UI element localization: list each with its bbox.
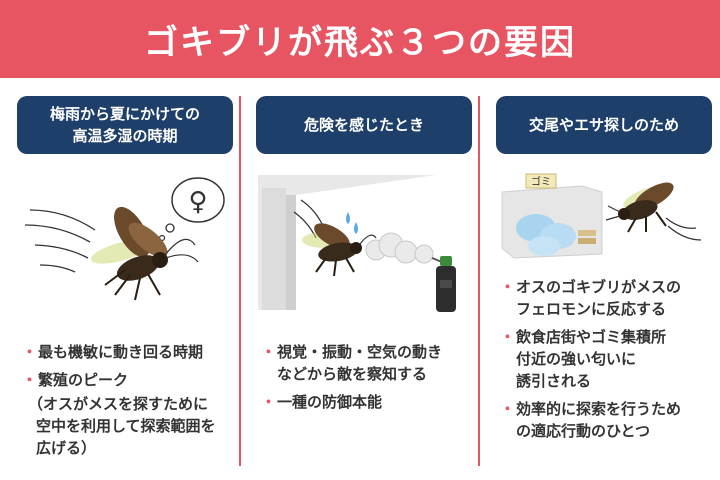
column-3-bullets: ・ オスのゴキブリがメスの フェロモンに反応する ・ 飲食店街やゴミ集積所 付近… — [500, 276, 714, 448]
flying-cockroach-illustration: ♀ — [24, 177, 225, 301]
bullet-dot-icon: ・ — [22, 343, 38, 361]
list-item: ・ オスのゴキブリがメスの フェロモンに反応する — [500, 278, 682, 318]
spray-can-icon — [431, 256, 456, 312]
cockroach-icon — [605, 182, 674, 233]
column-label-mating-food: 交尾やエサ探しのため — [496, 96, 712, 154]
list-item: ・ 飲食店街やゴミ集積所 付近の強い匂いに 誘引される — [500, 328, 667, 390]
garbage-station-icon: ゴミ — [501, 173, 603, 259]
bullet-dot-icon: ・ — [261, 343, 277, 361]
spray-cloud-icon — [365, 232, 434, 264]
cockroach-icon — [302, 223, 377, 277]
female-symbol-icon: ♀ — [188, 187, 207, 217]
garbage-sign-label: ゴミ — [531, 175, 551, 188]
sweat-drops-icon — [346, 212, 358, 234]
motion-lines — [24, 209, 96, 273]
bullet-dot-icon: ・ — [500, 328, 516, 346]
column-label-humid-season: 梅雨から夏にかけての 高温多湿の時期 — [17, 96, 233, 154]
bullet-dot-icon: ・ — [500, 278, 516, 296]
list-item: ・ 効率的に探索を行うため の適応行動のひとつ — [500, 400, 682, 440]
danger-spray-illustration — [258, 175, 456, 312]
thought-bubble — [158, 177, 225, 242]
column-divider-2 — [478, 96, 480, 466]
column-2-bullets: ・ 視覚・振動・空気の動き などから敵を察知する ・ 一種の防御本能 — [261, 341, 475, 419]
label-line: 交尾やエサ探しのため — [528, 116, 679, 134]
page-title: ゴキブリが飛ぶ３つの要因 — [144, 22, 576, 63]
breeding-note: （オスがメスを探すために 空中を利用して探索範囲を 広げる） — [28, 395, 216, 457]
list-item: ・ 視覚・振動・空気の動き などから敵を察知する — [261, 343, 443, 383]
bullet-dot-icon: ・ — [261, 393, 277, 411]
column-label-danger: 危険を感じたとき — [256, 96, 472, 154]
header-banner: ゴキブリが飛ぶ３つの要因 — [0, 0, 720, 78]
bullet-dot-icon: ・ — [500, 400, 516, 418]
label-line: 高温多湿の時期 — [72, 127, 178, 145]
motion-lines — [665, 217, 702, 241]
wall-illustration — [258, 175, 436, 310]
label-line: 梅雨から夏にかけての — [49, 105, 200, 123]
bullet-dot-icon: ・ — [22, 371, 38, 389]
list-item: ・ 最も機敏に動き回る時期 — [22, 343, 204, 361]
column-mating-food: 交尾やエサ探しのため — [496, 96, 712, 154]
list-item: ・ 一種の防御本能 — [261, 393, 383, 411]
list-item: ・ 繁殖のピーク — [22, 371, 129, 389]
cockroach-icon — [90, 206, 199, 301]
label-line: 危険を感じたとき — [303, 116, 424, 134]
garbage-station-illustration: ゴミ — [501, 173, 702, 259]
column-divider-1 — [239, 96, 241, 466]
column-humid-season: 梅雨から夏にかけての 高温多湿の時期 — [17, 96, 233, 154]
column-danger: 危険を感じたとき — [256, 96, 472, 154]
column-1-bullets: ・ 最も機敏に動き回る時期 ・ 繁殖のピーク （オスがメスを探すために 空中を利… — [22, 341, 232, 459]
